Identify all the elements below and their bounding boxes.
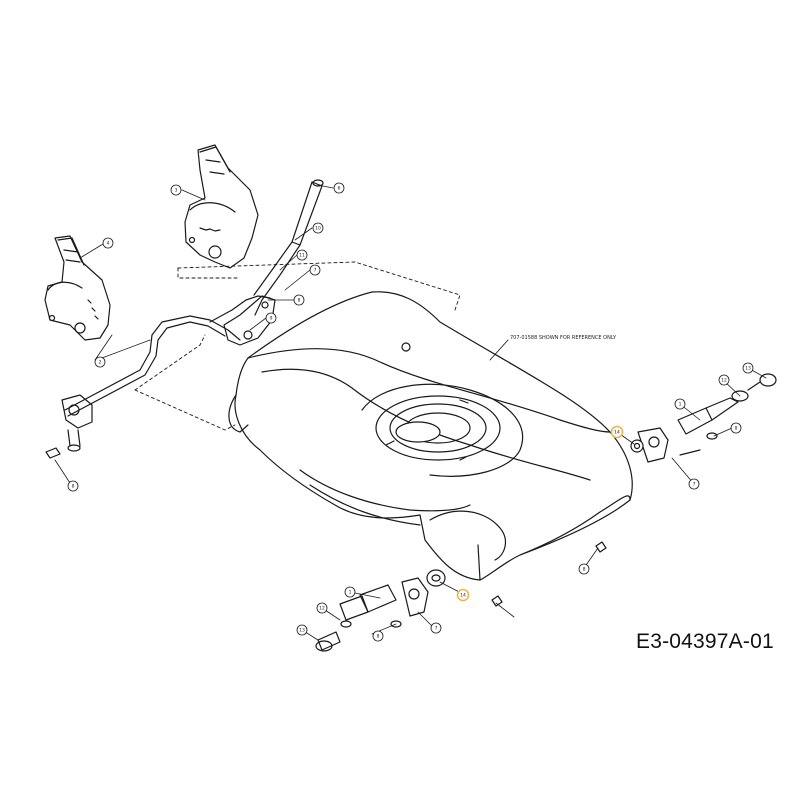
callout-12: 12: [718, 374, 730, 386]
right-axle-assembly: [630, 373, 777, 463]
svg-text:8: 8: [298, 298, 301, 304]
svg-text:8: 8: [72, 484, 75, 490]
svg-text:8: 8: [377, 634, 380, 640]
callout-8: 8: [372, 630, 384, 642]
svg-text:8: 8: [735, 426, 738, 432]
callout-11: 11: [296, 249, 308, 261]
callout-9: 9: [265, 312, 277, 324]
left-height-adjuster: [44, 235, 111, 341]
reference-outline: [134, 261, 461, 431]
callouts: 3 4 6 10 11 7 8 9: [67, 182, 754, 642]
reference-leader: [489, 339, 509, 361]
svg-text:12: 12: [721, 378, 727, 384]
callout-13: 13: [742, 362, 754, 374]
height-lever: [223, 179, 324, 346]
svg-text:7: 7: [314, 268, 317, 274]
callout-8: 8: [67, 480, 79, 492]
callout-7: 7: [309, 264, 321, 276]
svg-text:13: 13: [299, 628, 305, 634]
svg-text:7: 7: [693, 482, 696, 488]
svg-text:9: 9: [270, 316, 273, 322]
mower-deck: [228, 291, 633, 581]
drawing-number: E3-04397A-01: [636, 630, 774, 653]
svg-text:1: 1: [679, 402, 682, 408]
callout-13: 13: [296, 624, 308, 636]
axle-rod: [64, 295, 271, 417]
svg-text:14: 14: [614, 430, 620, 436]
callout-8: 8: [730, 422, 742, 434]
svg-text:3: 3: [175, 188, 178, 194]
svg-text:8: 8: [583, 567, 586, 573]
svg-text:11: 11: [299, 253, 305, 259]
svg-text:1: 1: [349, 590, 352, 596]
svg-text:14: 14: [460, 593, 466, 599]
callout-7: 7: [688, 478, 700, 490]
svg-text:10: 10: [315, 226, 321, 232]
right-height-adjuster: [184, 144, 259, 269]
svg-text:12: 12: [319, 606, 325, 612]
callout-7: 7: [430, 622, 442, 634]
callout-12: 12: [316, 602, 328, 614]
callout-14: 14: [610, 425, 624, 439]
reference-note: 707-01588 SHOWN FOR REFERENCE ONLY: [510, 335, 617, 341]
callout-1: 1: [674, 398, 686, 410]
callout-3: 3: [170, 184, 182, 196]
leader-lines: [54, 184, 767, 641]
callout-8: 8: [578, 563, 590, 575]
svg-text:2: 2: [99, 360, 102, 366]
svg-text:7: 7: [435, 626, 438, 632]
left-wheel-bracket: [45, 394, 93, 459]
callout-14: 14: [456, 588, 470, 602]
svg-text:6: 6: [338, 186, 341, 192]
callout-4: 4: [102, 237, 114, 249]
callout-6: 6: [333, 182, 345, 194]
svg-text:4: 4: [107, 241, 110, 247]
callout-1: 1: [344, 586, 356, 598]
callout-2: 2: [94, 356, 106, 368]
callout-10: 10: [312, 222, 324, 234]
svg-text:13: 13: [745, 366, 751, 372]
callout-8: 8: [293, 294, 305, 306]
